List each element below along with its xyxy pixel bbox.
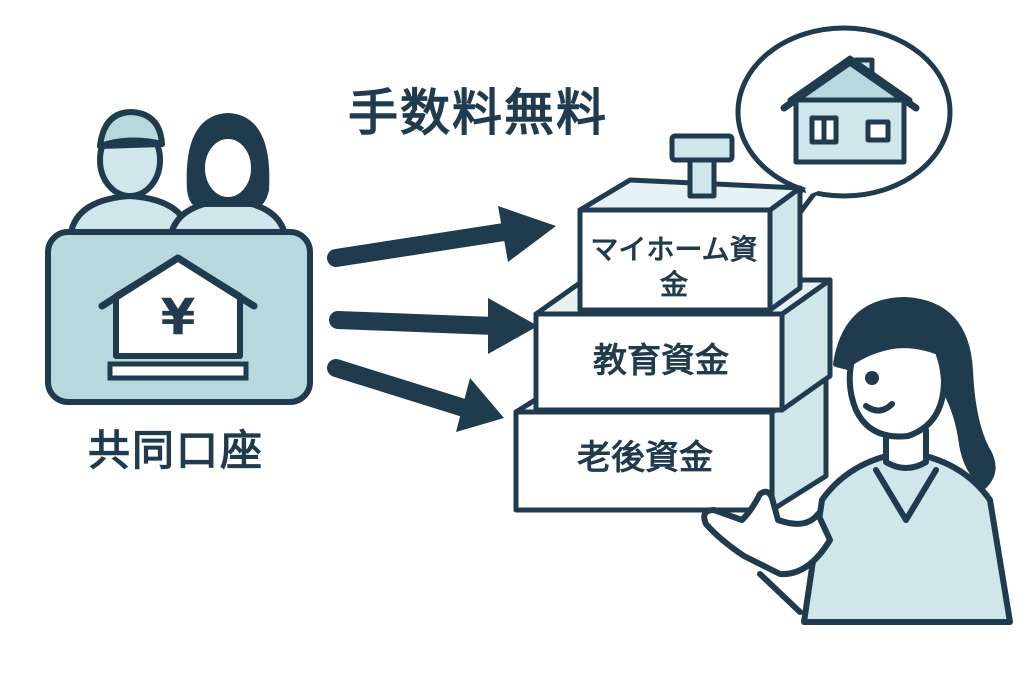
couple-icon (67, 109, 289, 243)
fee-free-label: 手数料無料 (348, 84, 608, 142)
joint-account-label: 共同口座 (88, 426, 265, 475)
education-fund-label: 教育資金 (593, 341, 729, 381)
presenter-woman (701, 297, 1013, 625)
house-icon (780, 55, 920, 165)
fund-stack (513, 133, 833, 513)
arrow-to-home-fund (327, 206, 556, 267)
arrow-to-retirement-fund (327, 359, 504, 432)
account-card: ¥ (45, 229, 313, 405)
retirement-fund-label: 老後資金 (577, 438, 713, 478)
arrow-to-education-fund (329, 298, 538, 354)
arrows (327, 206, 556, 432)
thought-bubble (735, 25, 953, 229)
yen-icon: ¥ (161, 288, 196, 346)
box-handle (669, 133, 735, 199)
home-fund-label: マイホーム資金 (590, 233, 758, 301)
